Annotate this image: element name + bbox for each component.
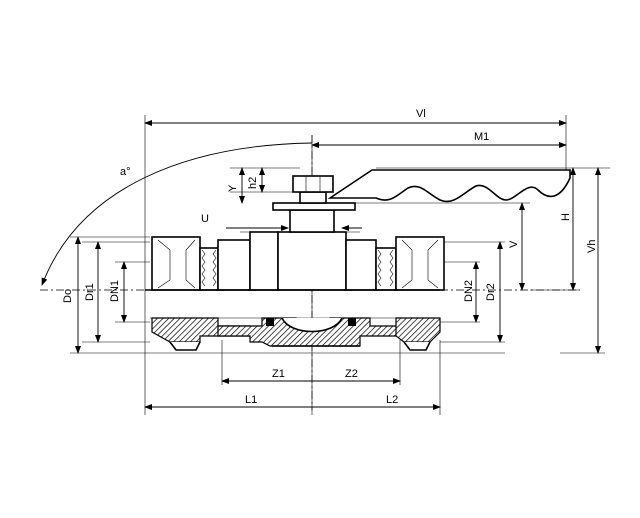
label-m1: M1 bbox=[474, 131, 489, 143]
valve-body-upper bbox=[151, 175, 445, 291]
label-vl: Vl bbox=[416, 108, 426, 120]
dimension-lines bbox=[75, 120, 601, 410]
label-u: U bbox=[201, 213, 209, 225]
center-lines bbox=[40, 135, 580, 410]
dimension-labels: Vl M1 a° Y h2 H Vh U V Do Dr1 DN1 DN2 Dr… bbox=[62, 108, 598, 406]
label-vh: Vh bbox=[586, 240, 598, 253]
label-dr1: Dr1 bbox=[84, 283, 96, 301]
valve-handle bbox=[327, 169, 571, 203]
label-z1: Z1 bbox=[272, 368, 285, 380]
handle-swing-arc bbox=[41, 142, 313, 286]
label-l1: L1 bbox=[245, 394, 257, 406]
label-v: V bbox=[508, 240, 520, 248]
label-l2: L2 bbox=[386, 394, 398, 406]
label-h2: h2 bbox=[247, 177, 259, 189]
label-dn2: DN2 bbox=[463, 280, 475, 302]
label-dr2: Dr2 bbox=[485, 283, 497, 301]
label-z2: Z2 bbox=[345, 368, 358, 380]
valve-body-section bbox=[145, 289, 441, 351]
label-do: Do bbox=[62, 289, 74, 303]
label-h: H bbox=[560, 213, 572, 221]
label-y: Y bbox=[227, 184, 239, 192]
label-a: a° bbox=[120, 166, 131, 178]
label-dn1: DN1 bbox=[109, 280, 121, 302]
